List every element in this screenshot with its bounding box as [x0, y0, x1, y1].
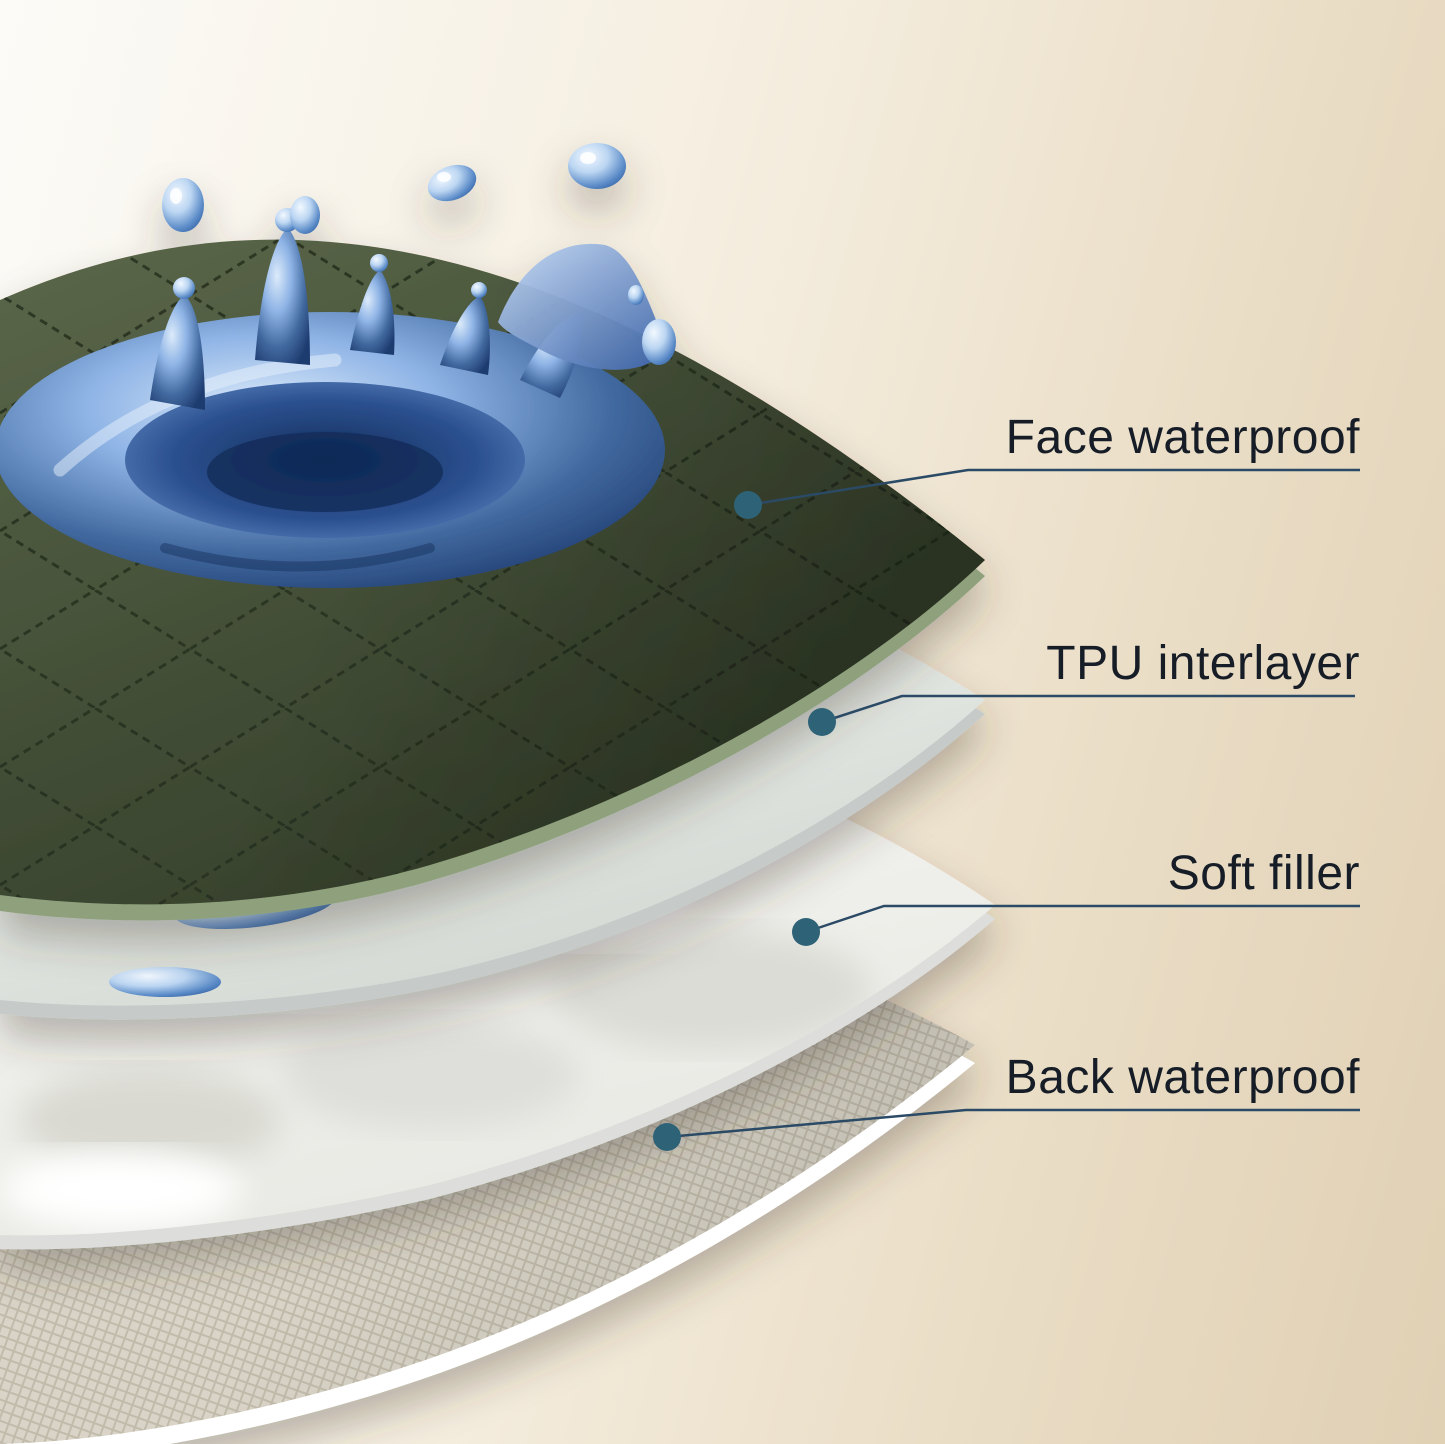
face-waterproof-layer [0, 143, 985, 921]
callout-line-soft-filler [805, 904, 1360, 934]
callout-lines [666, 468, 1360, 1139]
label-face-waterproof: Face waterproof [1005, 411, 1360, 464]
label-soft-filler: Soft filler [1167, 847, 1360, 900]
callout-dot-icon [792, 918, 820, 946]
callout-dot-icon [808, 708, 836, 736]
callout-dot-icon [653, 1123, 681, 1151]
callout-line-back-waterproof [666, 1108, 1360, 1139]
label-back-waterproof: Back waterproof [1005, 1051, 1360, 1104]
callout-dots [653, 491, 836, 1151]
callout-line-tpu-interlayer [821, 694, 1355, 724]
flying-droplets [162, 143, 676, 365]
water-splash [0, 143, 676, 588]
callout-dot-icon [734, 491, 762, 519]
callout-line-face-waterproof [747, 468, 1360, 507]
label-tpu-interlayer: TPU interlayer [1046, 637, 1360, 690]
